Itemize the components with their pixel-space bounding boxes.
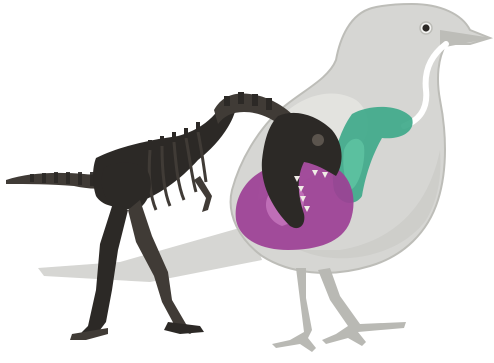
skull-orbit — [312, 134, 324, 146]
skeleton-arm — [194, 176, 212, 212]
dinosaur-skeleton — [6, 92, 342, 340]
bird-pupil — [422, 24, 429, 31]
bird-legs — [272, 268, 406, 352]
